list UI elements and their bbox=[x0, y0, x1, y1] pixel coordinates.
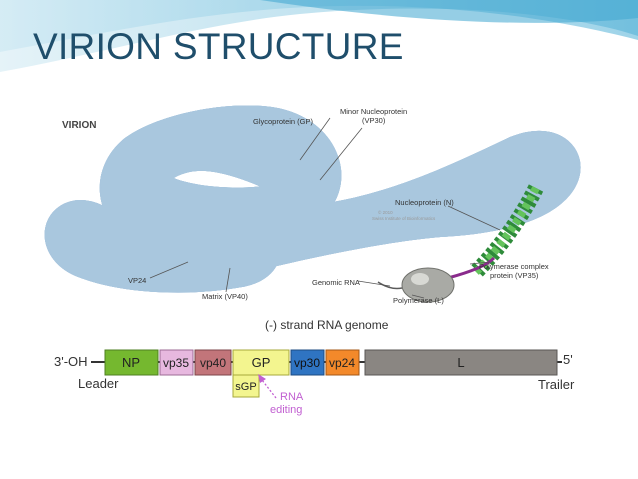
slide-title: VIRION STRUCTURE bbox=[33, 26, 404, 67]
rna-editing-line2: editing bbox=[270, 404, 302, 416]
polymerase-complex-callout-line1: Polymerase complex bbox=[479, 262, 549, 271]
genomic-rna-leader bbox=[357, 280, 391, 287]
glycoprotein-callout: Glycoprotein (GP) bbox=[253, 117, 314, 126]
polymerase-leader bbox=[411, 294, 425, 299]
vp24-leader bbox=[149, 261, 189, 279]
vp24-callout: VP24 bbox=[128, 276, 146, 285]
virion-label: VIRION bbox=[62, 120, 96, 131]
gene-vp40: vp40 bbox=[194, 349, 232, 376]
gene-l-label: L bbox=[457, 355, 464, 370]
gene-vp40-label: vp40 bbox=[200, 356, 226, 370]
gene-np: NP bbox=[104, 349, 159, 376]
vp35-leader bbox=[469, 261, 491, 265]
matrix-leader bbox=[225, 267, 231, 293]
rna-editing-annotation: RNA editing bbox=[258, 374, 304, 416]
nucleoprotein-callout: Nucleoprotein (N) bbox=[395, 198, 454, 207]
gene-vp35-label: vp35 bbox=[163, 356, 189, 370]
sgp-label: sGP bbox=[235, 381, 256, 393]
matrix-callout: Matrix (VP40) bbox=[202, 292, 248, 301]
polymerase-callout: Polymerase (L) bbox=[393, 296, 444, 305]
gene-gp-label: GP bbox=[252, 355, 271, 370]
rna-editing-line1: RNA bbox=[280, 391, 304, 403]
genome-map: (-) strand RNA genome 3'-OH 5' Leader Tr… bbox=[54, 318, 575, 416]
copyright-line2: Swiss Institute of Bioinformatics bbox=[372, 216, 436, 221]
gene-vp35: vp35 bbox=[159, 349, 194, 376]
sgp-box: sGP bbox=[232, 374, 260, 398]
vp35-strand bbox=[447, 256, 496, 280]
gene-vp24-label: vp24 bbox=[329, 356, 355, 370]
trailer-label: Trailer bbox=[538, 377, 575, 392]
genomic-rna-callout: Genomic RNA bbox=[312, 278, 360, 287]
copyright-line1: © 2010 bbox=[378, 209, 393, 215]
gene-l: L bbox=[364, 349, 558, 376]
nucleoprotein-leader bbox=[447, 205, 501, 231]
header-swoosh bbox=[0, 0, 638, 72]
polymerase-highlight bbox=[411, 273, 429, 285]
gene-gp: GP bbox=[232, 349, 290, 376]
polymerase-complex-callout-line2: protein (VP35) bbox=[490, 271, 539, 280]
genome-title: (-) strand RNA genome bbox=[265, 318, 389, 332]
right-end-label: 5' bbox=[563, 352, 573, 367]
left-end-label: 3'-OH bbox=[54, 354, 88, 369]
virion-illustration: VIRION Glycoprotein (GP) Minor Nucleopro… bbox=[62, 107, 556, 305]
gene-vp30: vp30 bbox=[290, 349, 325, 376]
minor-np-callout-line1: Minor Nucleoprotein bbox=[340, 107, 407, 116]
rna-editing-arrowhead bbox=[258, 374, 266, 383]
gene-vp30-label: vp30 bbox=[294, 356, 320, 370]
gene-vp24: vp24 bbox=[325, 349, 360, 376]
minor-np-callout-line2: (VP30) bbox=[362, 116, 386, 125]
genomic-rna-strand bbox=[377, 281, 403, 290]
minor-np-leader bbox=[319, 127, 363, 181]
gene-np-label: NP bbox=[122, 355, 140, 370]
glycoprotein-leader bbox=[299, 117, 331, 161]
leader-label: Leader bbox=[78, 376, 119, 391]
